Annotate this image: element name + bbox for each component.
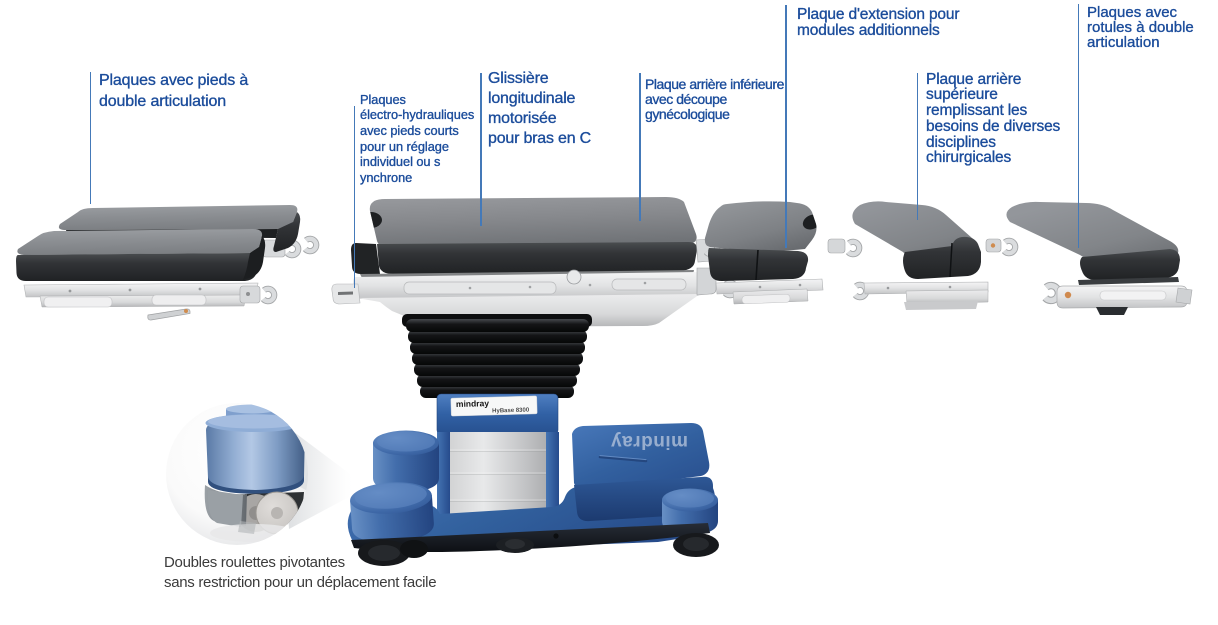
lower-plate-front [16, 253, 259, 281]
leader-line-feet-plates [89, 72, 92, 204]
leader-line-electro-plates [353, 106, 356, 288]
column-silver [450, 432, 546, 522]
leader-line-slide [480, 72, 482, 226]
right-module-extension [702, 201, 824, 305]
extension-pad [704, 201, 817, 251]
base-logo-text: mindray [611, 431, 688, 452]
callout-label-lower-back-plate: Plaque arrière inférieure avec découpe g… [645, 75, 785, 122]
bellows [402, 314, 592, 398]
callout-label-extension-plate: Plaque d'extension pour modules addition… [797, 6, 960, 40]
center-table: mindray HyBase 8300 mindray [331, 197, 719, 566]
column-label: mindray HyBase 8300 [450, 395, 538, 417]
leader-line-lower-back-plate [639, 72, 641, 221]
upper-back-pad [852, 201, 979, 260]
caster-cover-front [350, 482, 434, 543]
upper-plate-end [273, 212, 301, 252]
base-bottom-lip [351, 523, 710, 552]
extension-notch [802, 214, 817, 230]
upper-plate-top [58, 205, 298, 230]
brand-text: mindray [456, 398, 490, 409]
right-module-ball-joint [985, 201, 1193, 315]
left-module-feet-plates [16, 205, 319, 321]
lower-plate-top [17, 229, 263, 255]
leader-line-upper-back-plate [916, 72, 919, 220]
tabletop [369, 197, 697, 248]
ball-joint-pad [1006, 201, 1179, 261]
callout-label-feet-plates: Plaques avec pieds à double articulation [99, 72, 249, 111]
base-wheels [358, 533, 719, 566]
model-text: HyBase 8300 [492, 408, 530, 415]
callout-label-slide: Glissière longitudinale motorisée pour b… [488, 69, 592, 147]
tabletop-notch [369, 212, 382, 228]
leader-line-ball-joint-plates [1077, 4, 1080, 248]
leader-line-extension-plate [785, 4, 787, 248]
caster-cover-back [373, 430, 439, 492]
frame-roller [566, 269, 582, 285]
callout-label-ball-joint-plates: Plaques avec rotules à double articulati… [1087, 3, 1194, 52]
callout-label-upper-back-plate: Plaque arrière supérieure remplissant le… [926, 70, 1061, 167]
callout-label-electro-plates: Plaques électro-hydrauliques avec pieds … [360, 91, 475, 186]
caster-detail-callout [166, 403, 353, 545]
right-module-upper-back [827, 201, 989, 310]
caster-caption: Doubles roulettes pivotantes sans restri… [164, 554, 437, 591]
base-housing-top [572, 423, 710, 491]
